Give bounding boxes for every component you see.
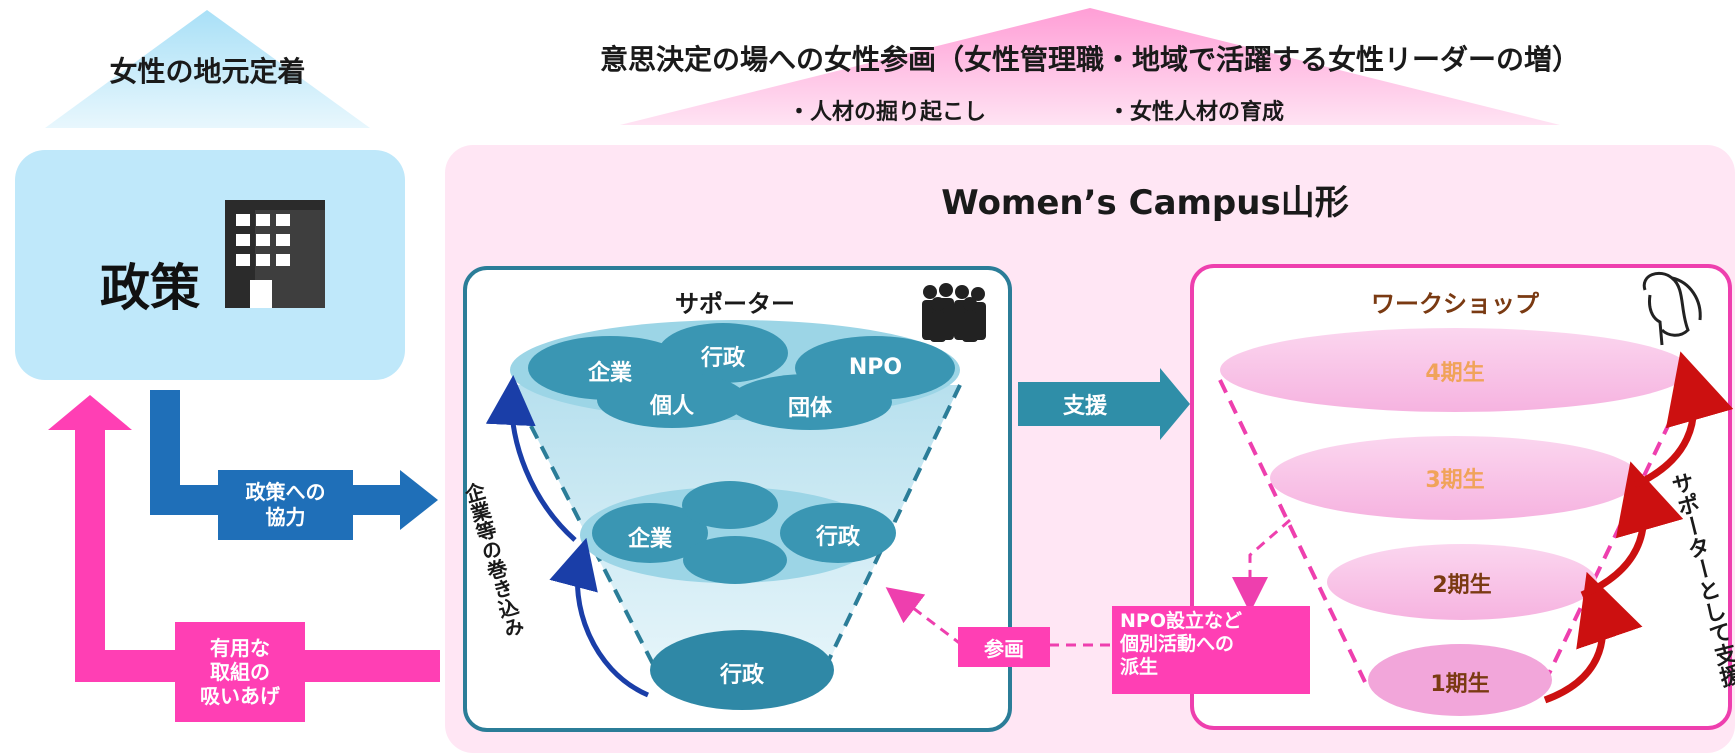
people-group-icon	[922, 283, 986, 342]
bullet-develop-women: ・女性人材の育成	[1108, 100, 1285, 125]
level1-organization: 団体	[787, 396, 832, 421]
office-building-icon	[225, 200, 325, 308]
right-goal-title: 意思決定の場への女性参画（女性管理職・地域で活躍する女性リーダーの増）	[599, 43, 1580, 76]
left-goal-triangle	[45, 10, 370, 128]
cohort-2-disk	[1327, 544, 1597, 620]
cohort-1-label: 1期生	[1430, 672, 1490, 697]
cohort-4-label: 4期生	[1425, 361, 1485, 386]
level1-government: 行政	[700, 346, 745, 371]
right-goal-triangle	[620, 8, 1560, 125]
cohort-3-disk	[1270, 436, 1640, 520]
absorb-label: 有用な 取組の 吸いあげ	[175, 622, 305, 722]
policy-label: 政策	[100, 259, 200, 317]
level2-government: 行政	[815, 525, 860, 550]
derive-label: NPO設立など 個別活動への 派生	[1112, 606, 1310, 694]
level1-npo: NPO	[848, 355, 903, 380]
cohort-4-disk	[1220, 328, 1690, 412]
cohort-1-disk	[1368, 644, 1552, 716]
policy-box	[15, 150, 405, 380]
participate-label: 参画	[958, 627, 1050, 667]
level1-company: 企業	[587, 361, 632, 386]
level3-government: 行政	[719, 663, 764, 688]
supporters-title: サポーター	[675, 290, 795, 318]
woman-profile-icon	[1642, 271, 1702, 346]
level2-company: 企業	[627, 527, 672, 552]
campus-title: Women’s Campus山形	[941, 183, 1349, 223]
support-arrow	[1018, 368, 1190, 440]
level1-individual: 個人	[649, 394, 694, 419]
cohort-3-label: 3期生	[1425, 468, 1485, 493]
cooperate-label: 政策への 協力	[218, 470, 353, 540]
supporter-level3-disk	[650, 630, 834, 710]
left-goal-title: 女性の地元定着	[109, 55, 306, 88]
support-label: 支援	[1062, 394, 1107, 419]
workshop-title: ワークショップ	[1371, 290, 1539, 318]
bullet-discover-talent: ・人材の掘り起こし	[788, 100, 987, 125]
cohort-2-label: 2期生	[1432, 573, 1492, 598]
